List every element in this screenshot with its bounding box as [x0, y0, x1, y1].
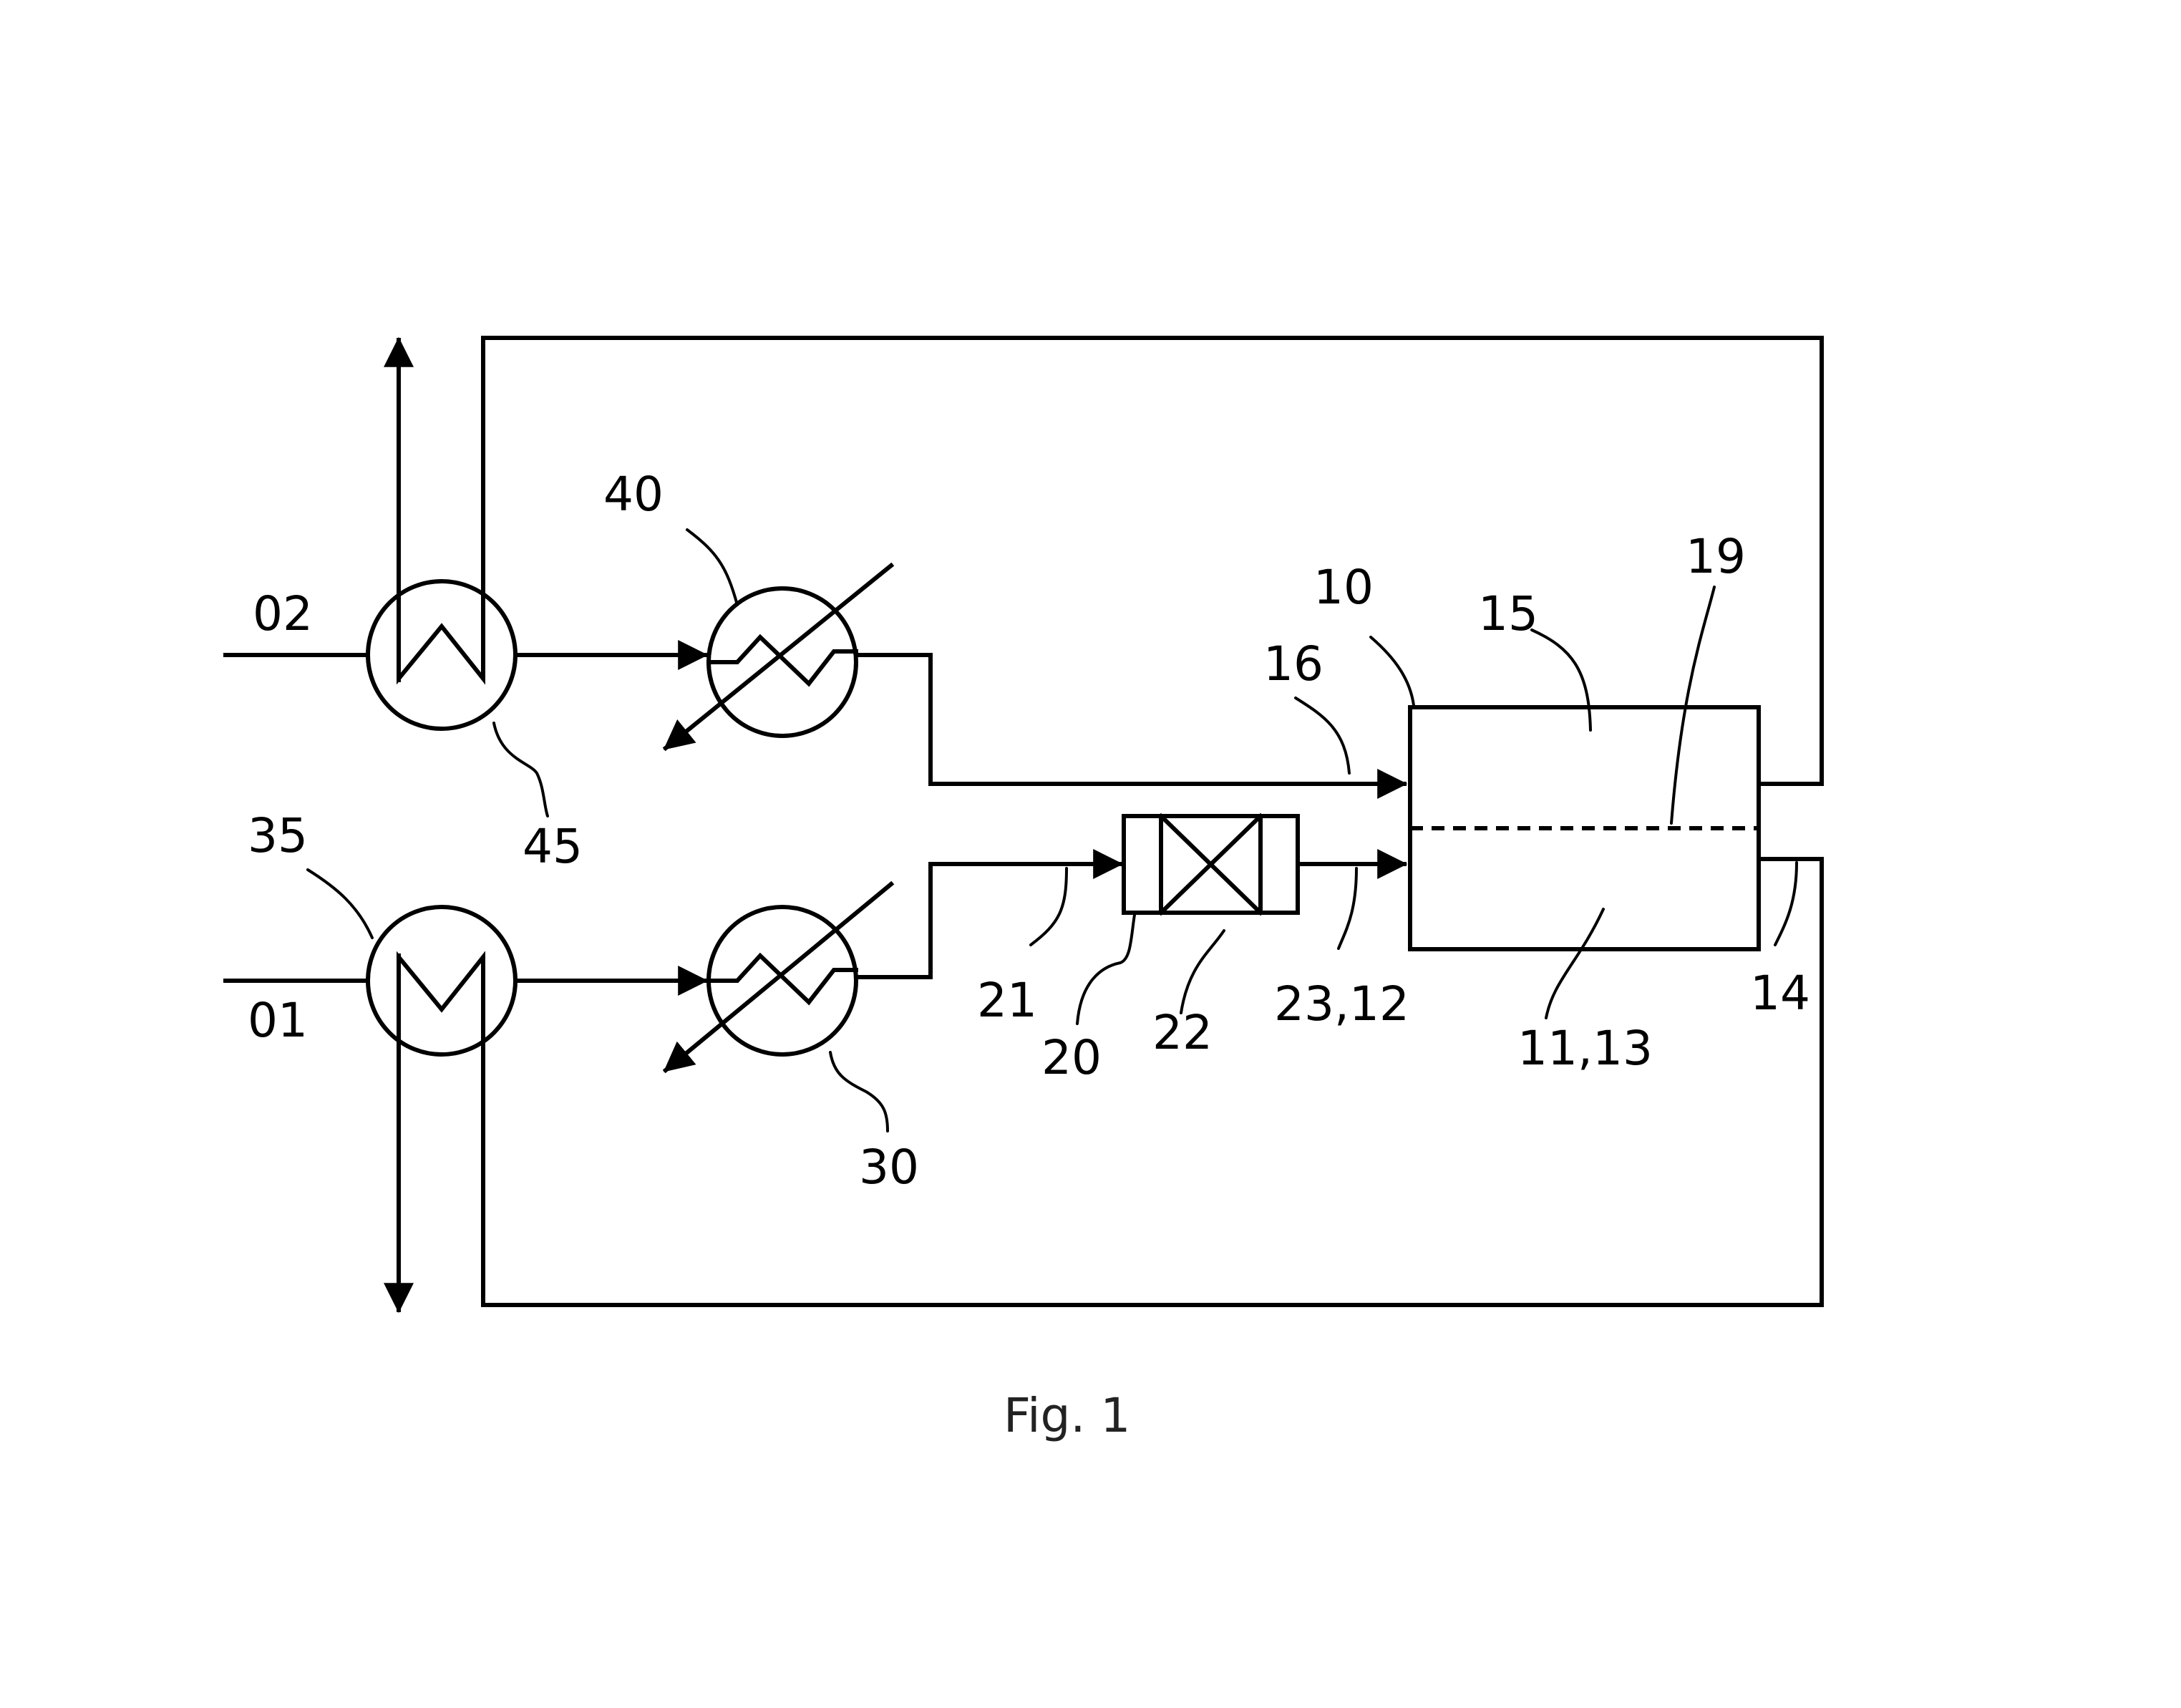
label-14: 14: [1750, 966, 1810, 1021]
leader-23: [1337, 867, 1358, 950]
leader-20: [1076, 913, 1136, 1025]
label-30: 30: [859, 1140, 919, 1195]
label-02: 02: [253, 586, 313, 641]
label-20: 20: [1041, 1030, 1102, 1085]
label-40: 40: [603, 467, 664, 522]
label-16: 16: [1263, 636, 1323, 692]
leader-21: [1029, 867, 1068, 946]
leader-19: [1670, 586, 1716, 825]
bottom-return-line: [481, 857, 1824, 1307]
label-35: 35: [248, 808, 308, 863]
heater-30-coil: [706, 952, 858, 1006]
label-23-12: 23,12: [1274, 976, 1409, 1032]
recuperator-35-coil: [397, 951, 485, 1022]
figure-caption: Fig. 1: [1004, 1388, 1130, 1443]
heater-30-adjust-arrow: [662, 880, 895, 1074]
label-15: 15: [1478, 586, 1538, 641]
label-45: 45: [523, 819, 583, 874]
label-21: 21: [977, 973, 1037, 1028]
leader-30: [829, 1051, 889, 1132]
recuperator-45-circle: [366, 579, 518, 731]
top-return-line: [481, 336, 1824, 786]
leader-35: [306, 868, 374, 939]
heater-40-coil: [706, 634, 858, 687]
feed-line-16: [854, 653, 1408, 799]
recuperator-45-coil: [397, 613, 485, 685]
leader-45: [492, 722, 549, 817]
unit-22-cross-b: [1157, 812, 1264, 916]
label-19: 19: [1686, 529, 1746, 584]
leader-40: [686, 528, 739, 606]
leader-11-13: [1545, 908, 1605, 1019]
recuperator-35-circle: [366, 905, 518, 1057]
label-01: 01: [248, 993, 308, 1048]
leader-15: [1530, 629, 1592, 732]
leader-16: [1294, 697, 1351, 775]
leader-14: [1774, 861, 1798, 946]
label-22: 22: [1152, 1005, 1213, 1060]
label-11-13: 11,13: [1517, 1021, 1653, 1076]
leader-22: [1180, 929, 1225, 1014]
feed-line-21: [854, 849, 1124, 979]
label-10: 10: [1313, 560, 1374, 615]
leader-10: [1369, 636, 1415, 707]
heater-40-adjust-arrow: [662, 562, 895, 752]
